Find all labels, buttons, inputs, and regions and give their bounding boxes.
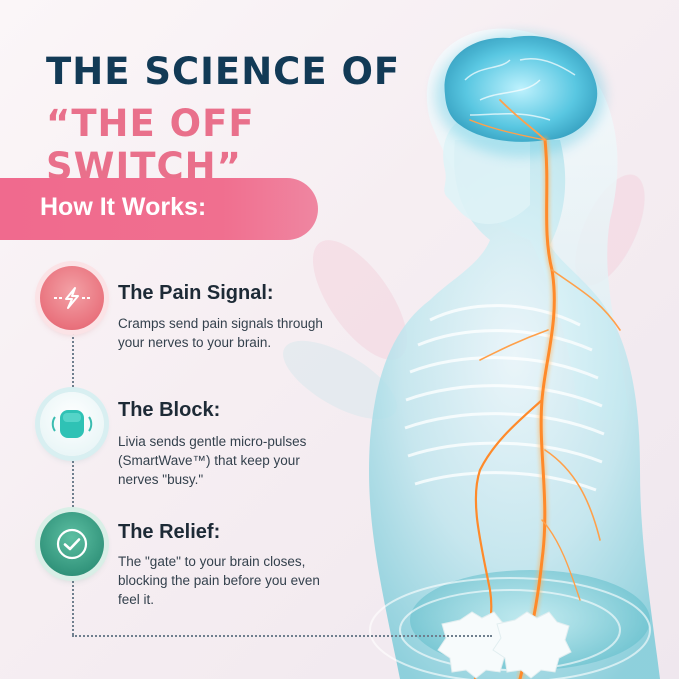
checkmark-icon [56,528,88,560]
how-it-works-banner: How It Works: [0,178,318,240]
brain-folds [464,58,576,121]
brain-shape [444,35,598,142]
step-connector-line [72,330,74,635]
step-3-title: The Relief: [118,521,221,543]
step-3-icon-badge [40,512,104,576]
step-connector-foot [72,635,492,637]
relief-pads [437,611,572,679]
step-3-description: The "gate" to your brain closes, blockin… [118,554,320,607]
step-2-icon-badge [40,392,104,456]
step-1-icon-badge [40,266,104,330]
step-2-title: The Block: [118,399,221,421]
device-pulse-icon [51,410,93,438]
step-1-title: The Pain Signal: [118,282,274,304]
ribcage [404,304,605,492]
how-it-works-label: How It Works: [40,193,207,221]
step-2-description: Livia sends gentle micro-pulses (SmartWa… [118,434,307,487]
nervous-system-illustration [283,28,660,679]
step-1-description: Cramps send pain signals through your ne… [118,316,323,350]
headline-line-1: THE SCIENCE OF [46,50,401,93]
body-silhouette [369,140,660,679]
lightning-pain-icon [54,287,90,309]
headline-line-2: “THE OFF SWITCH” [46,102,255,188]
nerve-pathways [469,99,621,679]
